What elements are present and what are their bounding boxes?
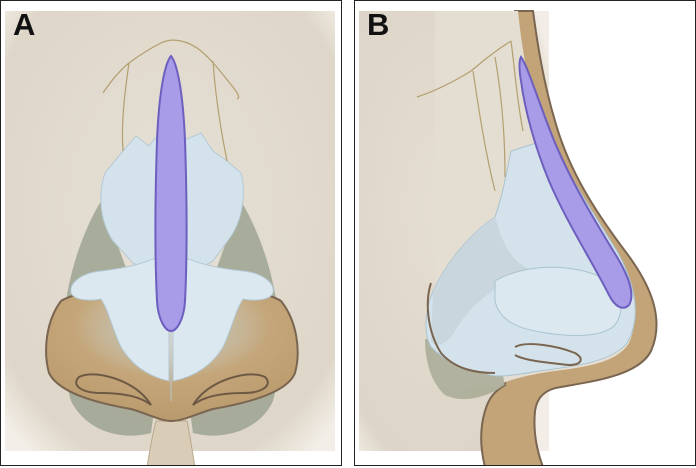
panel-label-b: B xyxy=(367,7,390,42)
alar-crease xyxy=(426,282,496,374)
alar-lobule xyxy=(494,266,622,337)
dorsal-onlay-graft xyxy=(154,54,188,333)
panel-b-lateral-view: B xyxy=(354,0,696,466)
dorsal-onlay-graft xyxy=(518,55,633,309)
columella-stem xyxy=(146,420,196,465)
lower-cartilage-right xyxy=(172,250,274,382)
panel-a-frontal-view: A xyxy=(0,0,342,466)
lateral-nose-illustration xyxy=(359,10,658,465)
nostril-right xyxy=(192,373,269,406)
nostril-curve xyxy=(514,343,582,367)
lower-cartilage-left xyxy=(70,250,170,382)
lateral-cartilage-shade xyxy=(431,217,535,345)
frontal-nose-illustration xyxy=(5,11,335,465)
nasal-bone-outline xyxy=(102,39,240,162)
nostril-left xyxy=(75,373,152,406)
panel-label-a: A xyxy=(13,7,36,42)
nasal-bone-outline xyxy=(416,40,524,192)
